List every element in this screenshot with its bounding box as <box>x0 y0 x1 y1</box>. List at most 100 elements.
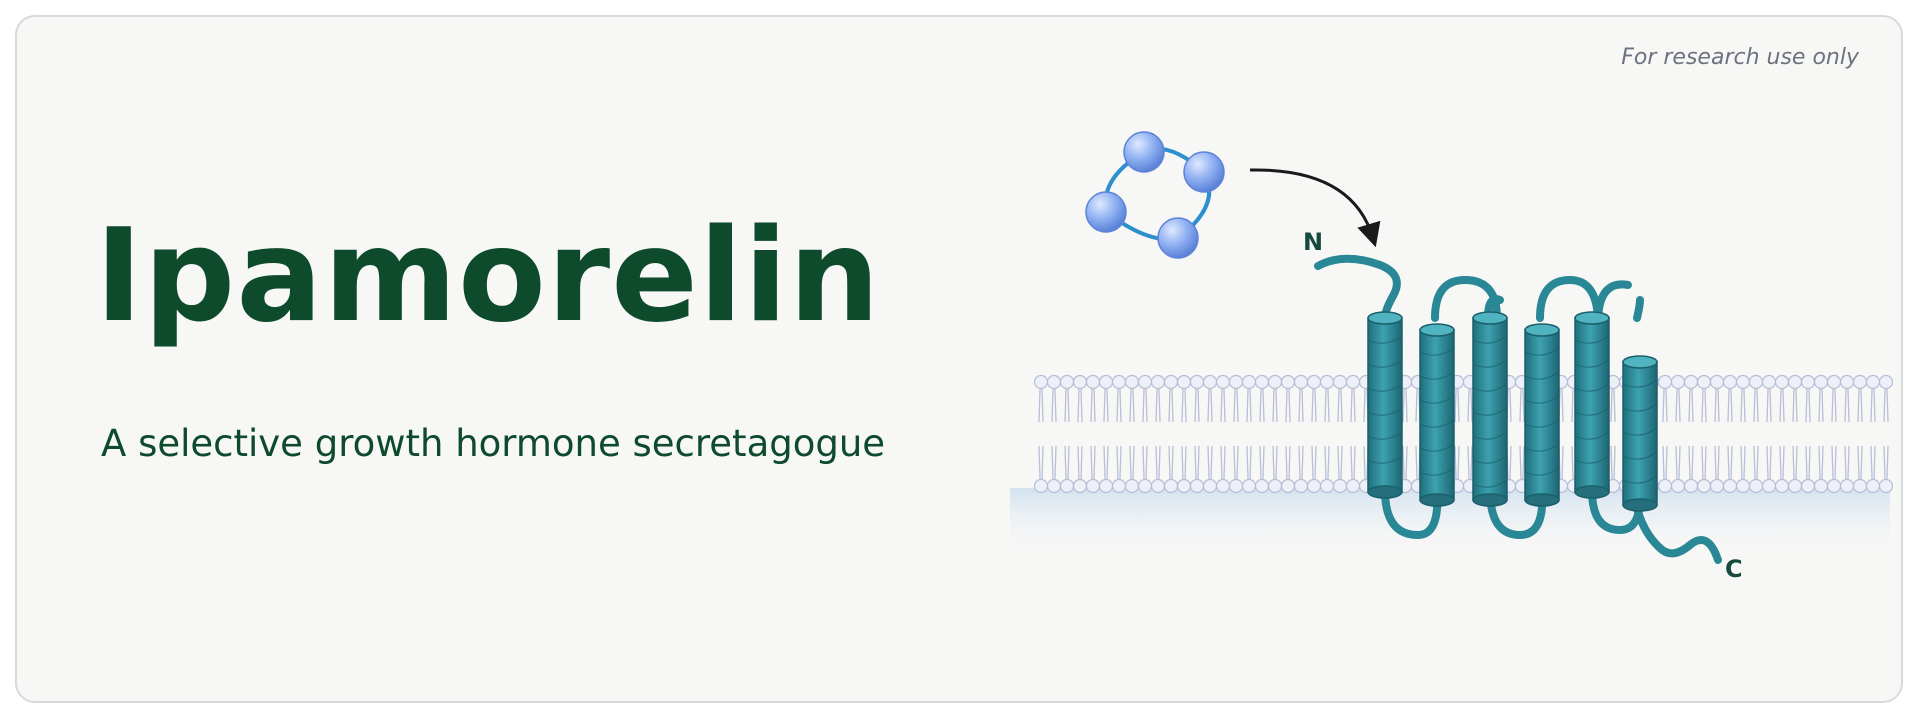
lipid-head <box>1748 374 1764 390</box>
lipid-head <box>1657 374 1673 390</box>
lipid-head <box>1696 374 1712 390</box>
lipid-head <box>1800 374 1816 390</box>
lipid-head <box>1111 478 1127 494</box>
lipid-head <box>1215 478 1231 494</box>
lipid-head <box>1150 374 1166 390</box>
lipid-tail <box>1818 445 1824 480</box>
lipid-tail <box>1142 388 1148 423</box>
binding-arrow <box>1249 168 1381 248</box>
lipid-tail <box>1857 445 1863 480</box>
lipid-tail <box>1883 445 1889 480</box>
lipid-head <box>1280 478 1296 494</box>
lipid-tail <box>1207 388 1213 423</box>
lipid-tail <box>1168 445 1174 480</box>
lipid-head <box>1878 374 1894 390</box>
lipid-tail <box>1233 445 1239 480</box>
lipid-tail <box>1688 445 1694 480</box>
lipid-tail <box>1246 388 1252 423</box>
lipid-tail <box>1675 388 1681 423</box>
lipid-head <box>1137 374 1153 390</box>
lipid-tail <box>1467 388 1473 423</box>
lipid-head <box>1852 478 1868 494</box>
lipid-tail <box>1311 445 1317 480</box>
lipid-tail <box>1155 445 1161 480</box>
lipid-tail <box>1155 388 1161 423</box>
lipid-head <box>1696 478 1712 494</box>
lipid-tail <box>1792 445 1798 480</box>
lipid-tail <box>1038 445 1044 480</box>
lipid-tail <box>1285 445 1291 480</box>
lipid-head <box>1670 374 1686 390</box>
lipid-head <box>1657 478 1673 494</box>
lipid-head <box>1189 374 1205 390</box>
lipid-head <box>1865 374 1881 390</box>
lipid-tail <box>1207 445 1213 480</box>
lipid-tail <box>1337 388 1343 423</box>
lipid-tail <box>1727 388 1733 423</box>
lipid-head <box>1306 478 1322 494</box>
lipid-tail <box>1610 445 1616 480</box>
lipid-head <box>1813 478 1829 494</box>
lipid-head <box>1306 374 1322 390</box>
intracellular-loop-2 <box>1486 486 1547 540</box>
lipid-tail <box>1792 388 1798 423</box>
lipid-head <box>1215 374 1231 390</box>
lipid-tail <box>1194 445 1200 480</box>
lipid-head <box>1163 478 1179 494</box>
lipid-tail <box>1714 445 1720 480</box>
lipid-head <box>1254 374 1270 390</box>
product-title: Ipamorelin <box>95 202 881 351</box>
lipid-head <box>1189 478 1205 494</box>
lipid-tail <box>1090 388 1096 423</box>
lipid-tail <box>1129 388 1135 423</box>
lipid-head <box>1085 478 1101 494</box>
lipid-tail <box>1168 388 1174 423</box>
lipid-head <box>1072 478 1088 494</box>
lipid-tail <box>1350 388 1356 423</box>
lipid-head <box>1800 478 1816 494</box>
lipid-tail <box>1844 445 1850 480</box>
lipid-tail <box>1753 388 1759 423</box>
lipid-head <box>1046 478 1062 494</box>
receptor-loops <box>1314 254 1722 564</box>
lipid-tail <box>1662 445 1668 480</box>
lipid-head <box>1345 374 1361 390</box>
lipid-head <box>1280 374 1296 390</box>
lipid-head <box>1774 478 1790 494</box>
lipid-tail <box>1220 388 1226 423</box>
lipid-head <box>1254 478 1270 494</box>
lipid-head <box>1111 374 1127 390</box>
lipid-tail <box>1233 388 1239 423</box>
lipid-head <box>1033 478 1049 494</box>
lipid-head <box>1722 374 1738 390</box>
lipid-tail <box>1298 445 1304 480</box>
lipid-tail <box>1103 445 1109 480</box>
lipid-head <box>1059 374 1075 390</box>
lipid-head <box>1319 374 1335 390</box>
c-terminus-label: C <box>1725 555 1743 583</box>
lipid-head <box>1722 478 1738 494</box>
lipid-head <box>1241 374 1257 390</box>
lipid-tail <box>1688 388 1694 423</box>
lipid-head <box>1098 374 1114 390</box>
lipid-tail <box>1402 388 1408 423</box>
lipid-tail <box>1766 445 1772 480</box>
lipid-tail <box>1181 445 1187 480</box>
lipid-tail <box>1181 388 1187 423</box>
lipid-head <box>1163 374 1179 390</box>
lipid-tail <box>1038 388 1044 423</box>
lipid-head <box>1735 374 1751 390</box>
lipid-tail <box>1116 388 1122 423</box>
lipid-head <box>1813 374 1829 390</box>
lipid-head <box>1735 478 1751 494</box>
transmembrane-helix-4 <box>1524 323 1560 507</box>
lipid-head <box>1852 374 1868 390</box>
lipid-bilayer <box>1033 374 1894 494</box>
lipid-tail <box>1194 388 1200 423</box>
lipid-tail <box>1077 445 1083 480</box>
lipid-head <box>1241 478 1257 494</box>
lipid-head <box>1332 374 1348 390</box>
lipid-head <box>1839 478 1855 494</box>
lipid-tail <box>1857 388 1863 423</box>
lipid-tail <box>1051 388 1057 423</box>
